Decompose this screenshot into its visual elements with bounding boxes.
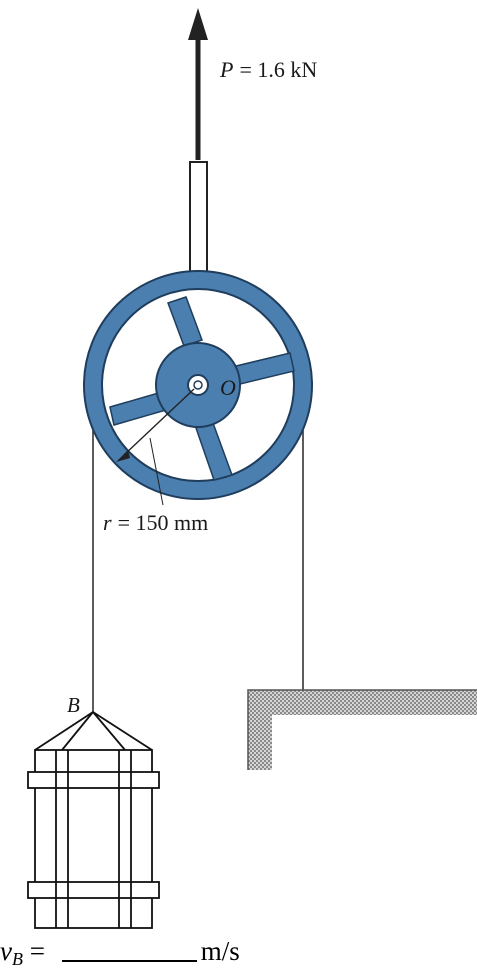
answer-subscript: B [11, 949, 23, 969]
answer-variable: v [0, 936, 12, 966]
answer-blank-input[interactable] [61, 938, 197, 962]
crate [27, 711, 160, 929]
answer-equals: = [29, 936, 45, 966]
pulley-wheel [83, 270, 313, 500]
answer-line: vB = m/s [0, 936, 240, 970]
center-label: O [220, 375, 236, 400]
point-b-label: B [67, 693, 80, 717]
answer-unit: m/s [200, 936, 240, 966]
force-arrow [188, 8, 208, 160]
force-label: P= 1.6 kN [219, 57, 317, 82]
radius-indicator [116, 388, 195, 506]
wheel-spokes [109, 296, 295, 481]
ground-ledge [247, 689, 477, 770]
radius-label: r= 150 mm [103, 510, 208, 535]
